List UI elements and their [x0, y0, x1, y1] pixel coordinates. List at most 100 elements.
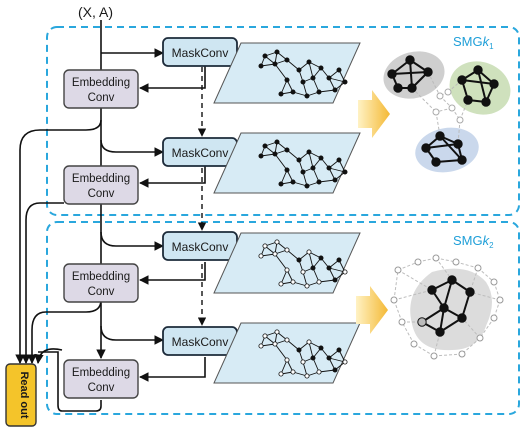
graph-node: [310, 265, 316, 271]
graph-node-hollow: [432, 254, 440, 262]
graph-edge-dashed: [397, 261, 419, 271]
graph-node: [278, 281, 284, 287]
graph-node: [258, 63, 264, 69]
graph-node: [278, 371, 284, 377]
graph-edge-dashed: [401, 321, 415, 345]
graph-node: [258, 253, 264, 259]
graph-node: [463, 95, 473, 105]
graph-node: [284, 267, 290, 273]
graph-edge: [328, 167, 346, 173]
svg-text:Read out: Read out: [18, 371, 30, 418]
graph-node: [427, 285, 437, 295]
graph-node: [306, 339, 312, 345]
graph-node: [274, 49, 280, 55]
graph-edge: [308, 151, 314, 169]
graph-node: [342, 169, 348, 175]
graph-node: [316, 279, 322, 285]
graph-node: [393, 83, 403, 93]
svg-text:Embedding: Embedding: [72, 367, 130, 379]
graph-edge-dashed: [411, 87, 437, 113]
graph-node: [447, 275, 457, 285]
graph-node: [405, 55, 415, 65]
graph-node-hollow: [390, 296, 398, 304]
graph-node-hollow: [490, 314, 498, 322]
svg-text:Conv: Conv: [88, 382, 115, 394]
graph-edge: [328, 357, 346, 363]
graph-node: [387, 69, 397, 79]
input-label: (X, A): [78, 4, 113, 20]
embedding-conv-box-3: Embedding Conv: [63, 263, 139, 303]
graph-node: [318, 255, 324, 261]
graph-node: [258, 343, 264, 349]
graph-edge: [280, 169, 288, 185]
graph-node-hollow: [410, 340, 418, 348]
graph-node: [284, 57, 290, 63]
graph-plane-1: [213, 42, 361, 104]
graph-edge: [477, 69, 487, 103]
maskconv-box-2: MaskConv: [162, 137, 238, 167]
graph-edge: [328, 267, 346, 273]
graph-node: [417, 317, 427, 327]
svg-text:Conv: Conv: [88, 92, 115, 104]
graph-edge: [425, 143, 459, 149]
graph-node: [481, 97, 491, 107]
graph-edge: [274, 63, 288, 81]
graph-edge-dashed: [479, 317, 495, 339]
graph-node: [284, 77, 290, 83]
graph-plane-2: [213, 132, 361, 194]
graph-node: [336, 347, 342, 353]
graph-node: [318, 65, 324, 71]
graph-node: [316, 179, 322, 185]
graph-edge-dashed: [469, 291, 501, 301]
graph-edge: [443, 279, 453, 309]
svg-text:Conv: Conv: [88, 188, 115, 200]
graph-edge: [274, 343, 288, 361]
graph-node: [300, 169, 306, 175]
smg-k1-label: SMGk1: [453, 34, 494, 51]
graph-node: [457, 313, 467, 323]
graph-node: [332, 177, 338, 183]
graph-node: [258, 153, 264, 159]
graph-edge: [274, 253, 288, 271]
graph-node: [290, 369, 296, 375]
smg-k2-group-border: [46, 221, 520, 415]
graph-node-hollow: [452, 258, 460, 266]
graph-node: [310, 355, 316, 361]
graph-node: [290, 279, 296, 285]
smg-k1-group-border: [46, 26, 520, 216]
readout-box: Read out: [5, 363, 37, 427]
graph-node: [290, 89, 296, 95]
big-arrow-1: [358, 90, 390, 138]
graph-edge: [439, 135, 463, 161]
graph-node: [435, 327, 445, 337]
graph-node: [336, 257, 342, 263]
graph-plane-4: [213, 322, 361, 384]
graph-node: [290, 179, 296, 185]
embedding-conv-box-4: Embedding Conv: [63, 359, 139, 399]
graph-node: [284, 247, 290, 253]
graph-node: [278, 181, 284, 187]
graph-node: [407, 83, 417, 93]
graph-node: [326, 355, 332, 361]
maskconv-box-3: MaskConv: [162, 231, 238, 261]
graph-edge: [328, 77, 346, 83]
graph-node: [272, 251, 278, 257]
graph-node: [272, 61, 278, 67]
cluster-output-k1: [383, 51, 511, 173]
graph-node: [262, 243, 268, 249]
plane-graph-3: [258, 239, 348, 289]
graph-edge-dashed: [393, 269, 399, 301]
graph-edge: [318, 369, 336, 373]
plane-graphs: [258, 49, 348, 379]
graph-node: [284, 167, 290, 173]
graph-edge: [308, 251, 314, 269]
graph-node: [326, 265, 332, 271]
graph-node: [306, 249, 312, 255]
graph-node: [296, 157, 302, 163]
graph-node: [304, 283, 310, 289]
graph-node: [310, 75, 316, 81]
graph-edge: [308, 61, 314, 79]
graph-node: [465, 287, 475, 297]
graph-node: [310, 165, 316, 171]
graph-edge-dashed: [413, 343, 435, 357]
